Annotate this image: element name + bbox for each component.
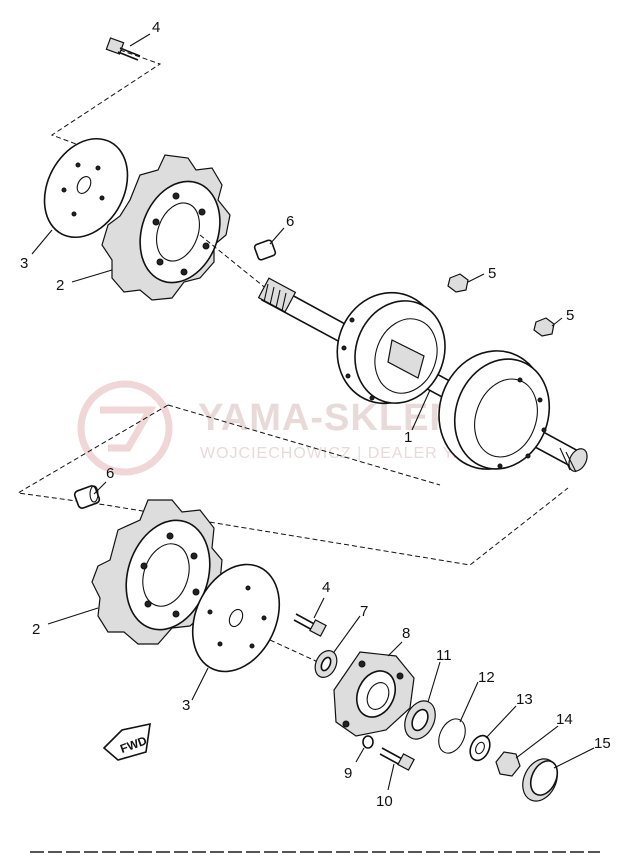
leader-box: [16, 404, 569, 566]
callout-13: 13: [516, 691, 533, 708]
leader-shaft: [199, 234, 269, 291]
callout-leaders: [31, 33, 595, 791]
washer: [469, 734, 491, 762]
sprocket-bottom: [91, 499, 223, 645]
callout-11: 11: [436, 647, 452, 664]
callout-6-bottom: 6: [106, 465, 114, 482]
callout-4-bottom: 4: [322, 579, 330, 596]
shaft-spline: [257, 277, 297, 313]
callout-12: 12: [478, 669, 495, 686]
bearing: [404, 700, 436, 740]
circlip: [438, 718, 466, 754]
callout-8: 8: [402, 625, 410, 642]
callout-2-bottom: 2: [32, 621, 40, 638]
callout-6-top: 6: [286, 213, 294, 230]
bolt-bottom: [293, 613, 327, 637]
track-wheel-rear: [438, 350, 551, 470]
collar-bottom: [73, 485, 101, 509]
callout-7: 7: [360, 603, 368, 620]
nut-top: [447, 273, 469, 293]
plate-top: [43, 137, 129, 239]
callout-9: 9: [344, 765, 352, 782]
callout-1: 1: [404, 429, 412, 446]
bearing-housing: [333, 651, 415, 737]
callout-14: 14: [556, 711, 573, 728]
watermark-logo-icon: [77, 380, 173, 476]
bolt-top: [105, 37, 141, 61]
callout-4-top: 4: [152, 19, 160, 36]
nut-14: [495, 751, 521, 777]
callout-3-bottom: 3: [182, 697, 190, 714]
leader-box-top: [167, 404, 441, 486]
callout-5-right: 5: [566, 307, 574, 324]
end-cap: [522, 758, 559, 802]
callout-10: 10: [376, 793, 393, 810]
sprocket-top: [101, 154, 231, 301]
track-wheel-front: [336, 291, 446, 405]
oil-seal: [314, 650, 338, 678]
callout-3-top: 3: [20, 255, 28, 272]
callout-5-top: 5: [488, 265, 496, 282]
leader-bottom: [269, 639, 319, 663]
callout-15: 15: [594, 735, 611, 752]
fwd-arrow-icon: FWD: [102, 722, 151, 761]
collar-top: [253, 239, 277, 261]
leader-top: [50, 49, 162, 151]
washer-9: [362, 735, 374, 749]
plate-bottom: [191, 563, 281, 673]
callout-numbers: 4 3 2 6 5 5 1 6 2 3 4 7 8 11 12 13 14 15…: [20, 19, 611, 810]
nut-right: [533, 317, 555, 337]
bolt-10: [379, 747, 415, 771]
watermark-logo-mark: [100, 406, 157, 452]
watermark-tagline: WOJCIECHOWICZ | DEALER YAMAHA: [200, 445, 515, 462]
callout-2-top: 2: [56, 277, 64, 294]
